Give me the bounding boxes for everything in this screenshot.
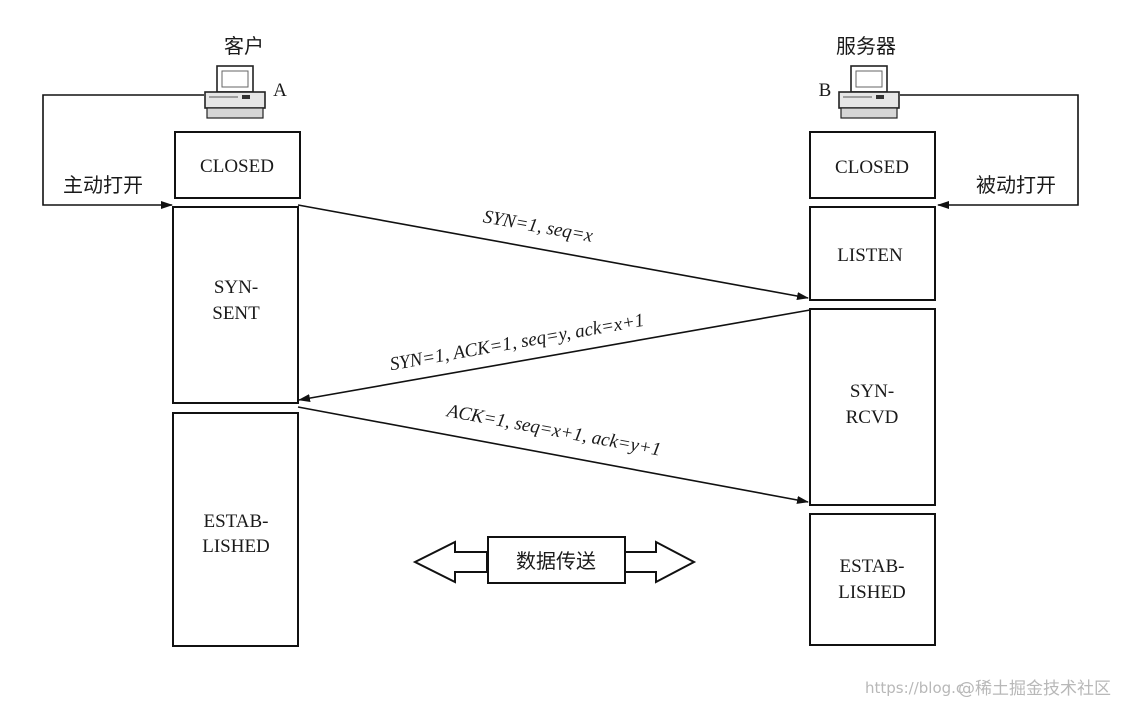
server-letter: B xyxy=(819,80,832,101)
syn-ack-message-arrow xyxy=(298,309,811,403)
data-transfer-right-arrow xyxy=(624,540,697,584)
client-state-established-line2: LISHED xyxy=(202,536,270,557)
client-state-established-line1: ESTAB- xyxy=(204,511,269,532)
data-transfer-label: 数据传送 xyxy=(516,549,596,573)
client-state-syn-sent-line1: SYN- xyxy=(214,277,258,298)
data-transfer-box xyxy=(487,536,626,584)
syn-ack-message-label: SYN=1, ACK=1, seq=y, ack=x+1 xyxy=(388,310,646,375)
server-state-syn-rcvd: SYN- RCVD xyxy=(809,308,936,506)
syn-message-arrow xyxy=(297,204,809,300)
server-state-closed-label: CLOSED xyxy=(835,157,909,178)
client-letter: A xyxy=(273,80,287,101)
server-state-listen: LISTEN xyxy=(809,206,936,301)
ack-message-label: ACK=1, seq=x+1, ack=y+1 xyxy=(443,400,662,461)
server-title: 服务器 xyxy=(836,34,896,58)
client-active-open-label: 主动打开 xyxy=(63,173,143,197)
server-state-syn-rcvd-line1: SYN- xyxy=(850,381,894,402)
data-transfer-left-arrow xyxy=(412,540,488,584)
server-passive-open-label: 被动打开 xyxy=(976,173,1056,197)
server-state-established-line1: ESTAB- xyxy=(840,556,905,577)
ack-message-arrow xyxy=(297,406,809,504)
client-state-syn-sent: SYN- SENT xyxy=(172,206,299,404)
client-state-syn-sent-line2: SENT xyxy=(212,303,260,324)
server-state-listen-label: LISTEN xyxy=(837,245,903,266)
watermark-site: @稀土掘金技术社区 xyxy=(958,679,1111,699)
client-state-closed-label: CLOSED xyxy=(200,156,274,177)
client-active-open-arrow xyxy=(42,94,204,209)
server-state-syn-rcvd-line2: RCVD xyxy=(846,407,899,428)
server-state-established-line2: LISHED xyxy=(838,582,906,603)
server-computer-icon xyxy=(838,65,900,119)
client-computer-icon xyxy=(204,65,266,119)
client-state-established: ESTAB- LISHED xyxy=(172,412,299,647)
client-title: 客户 xyxy=(224,34,264,58)
client-state-closed: CLOSED xyxy=(174,131,301,199)
watermark-url: https://blog.c xyxy=(865,679,964,697)
server-state-closed: CLOSED xyxy=(809,131,936,199)
server-passive-open-arrow xyxy=(900,94,1079,209)
server-state-established: ESTAB- LISHED xyxy=(809,513,936,646)
